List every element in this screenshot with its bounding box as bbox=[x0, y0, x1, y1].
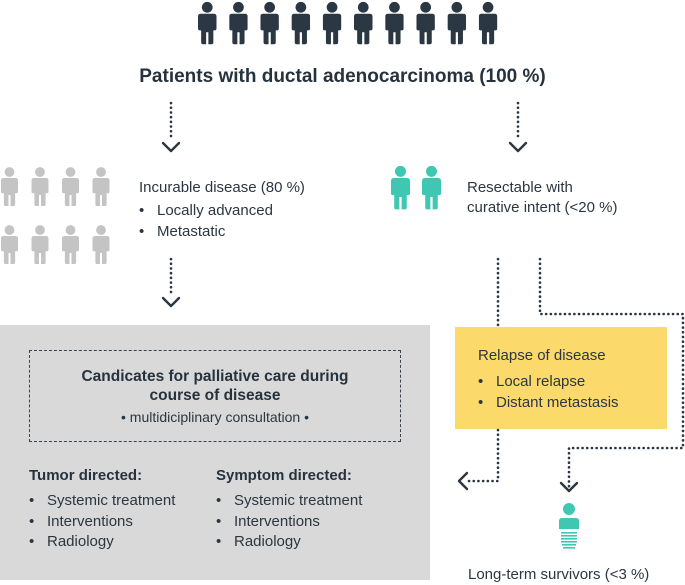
population-person-icon bbox=[447, 1, 467, 45]
palliative-title-line2: course of disease bbox=[149, 387, 281, 404]
list-item: Interventions bbox=[216, 512, 362, 533]
palliative-title-line1: Candicates for palliative care during bbox=[81, 368, 349, 385]
resectable-person-icon bbox=[422, 165, 441, 210]
population-person-icon bbox=[354, 1, 373, 45]
list-item: Radiology bbox=[29, 532, 175, 553]
population-person-icon bbox=[229, 1, 248, 45]
list-item: Local relapse bbox=[478, 372, 619, 393]
list-item: Distant metastasis bbox=[478, 393, 619, 414]
population-person-icon bbox=[478, 1, 498, 45]
relapse-list: Local relapse Distant metastasis bbox=[478, 372, 619, 413]
population-person-icon bbox=[416, 1, 435, 45]
arrow-down-icon bbox=[161, 296, 181, 308]
population-person-icon bbox=[322, 1, 342, 45]
incurable-person-icon bbox=[31, 225, 49, 265]
arrow-down-icon bbox=[508, 141, 528, 153]
symptom-directed-heading: Symptom directed: bbox=[216, 467, 352, 484]
list-item: Systemic treatment bbox=[29, 491, 175, 512]
population-person-icon bbox=[385, 1, 404, 45]
incurable-person-icon bbox=[62, 167, 79, 207]
incurable-person-icon bbox=[1, 225, 18, 265]
population-person-icon bbox=[198, 1, 217, 45]
incurable-person-icon bbox=[1, 167, 18, 207]
connector-line bbox=[464, 428, 500, 483]
tumor-directed-list: Systemic treatment Interventions Radiolo… bbox=[29, 491, 175, 553]
survivor-person-icon bbox=[559, 503, 579, 549]
palliative-subtitle: • multidiciplinary consultation • bbox=[121, 409, 309, 425]
connector-line bbox=[538, 257, 685, 489]
incurable-list: Locally advanced Metastatic bbox=[139, 201, 273, 242]
list-item: Locally advanced bbox=[139, 201, 273, 222]
survivors-label: Long-term survivors (<3 %) bbox=[468, 566, 650, 583]
symptom-directed-list: Systemic treatment Interventions Radiolo… bbox=[216, 491, 362, 553]
list-item: Interventions bbox=[29, 512, 175, 533]
incurable-person-icon bbox=[92, 225, 110, 265]
incurable-person-icon bbox=[92, 167, 110, 207]
list-item: Metastatic bbox=[139, 222, 273, 243]
resectable-label-line1: Resectable with bbox=[467, 179, 573, 196]
arrow-left-icon bbox=[457, 471, 469, 491]
relapse-heading: Relapse of disease bbox=[478, 347, 606, 364]
tumor-directed-heading: Tumor directed: bbox=[29, 467, 143, 484]
arrow-down-icon bbox=[161, 141, 181, 153]
list-item: Radiology bbox=[216, 532, 362, 553]
incurable-person-icon bbox=[31, 167, 49, 207]
palliative-candidates-box: Candicates for palliative care during co… bbox=[29, 350, 401, 442]
population-person-icon bbox=[291, 1, 311, 45]
incurable-label: Incurable disease (80 %) bbox=[139, 179, 305, 196]
resectable-label-line2: curative intent (<20 %) bbox=[467, 199, 618, 216]
list-item: Systemic treatment bbox=[216, 491, 362, 512]
page-title: Patients with ductal adenocarcinoma (100… bbox=[139, 66, 546, 87]
arrow-down-icon bbox=[559, 481, 579, 493]
incurable-person-icon bbox=[62, 225, 79, 265]
population-person-icon bbox=[260, 1, 279, 45]
resectable-person-icon bbox=[391, 165, 410, 210]
